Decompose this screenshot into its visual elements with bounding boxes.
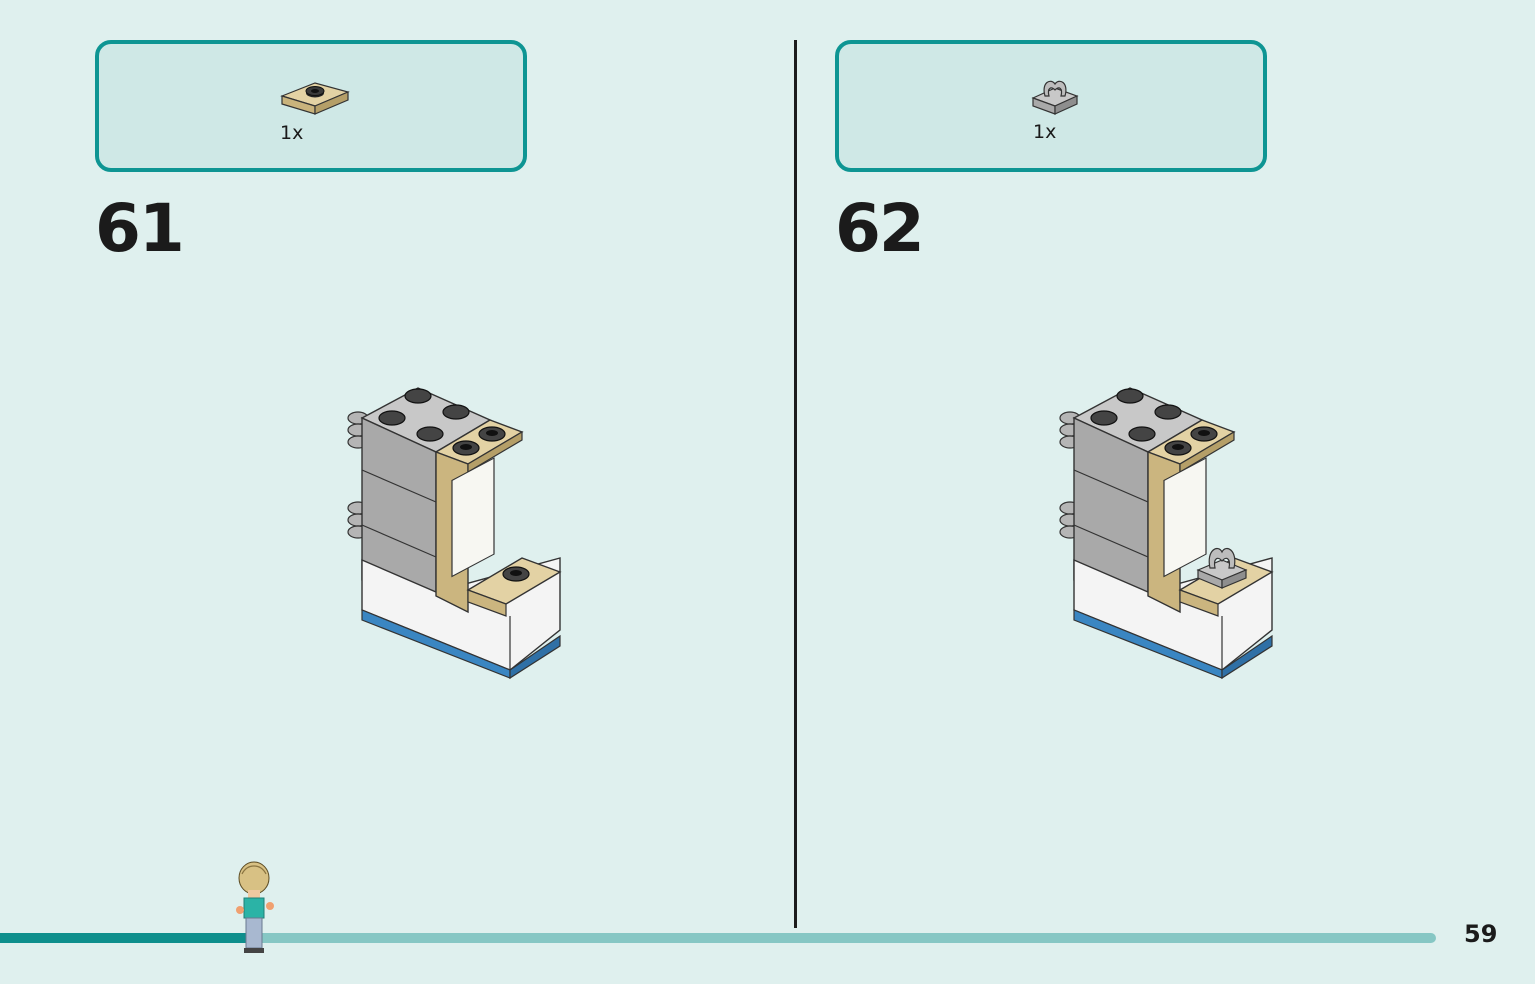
parts-box-step-62: 1x bbox=[835, 40, 1267, 172]
step-61-assembly-illustration bbox=[347, 387, 562, 680]
minifigure-progress-marker-icon bbox=[236, 861, 274, 953]
page-number: 59 bbox=[1464, 920, 1498, 948]
tan-jumper-plate-icon bbox=[280, 82, 350, 115]
gray-clip-plate-icon bbox=[1031, 80, 1079, 115]
placed-clip-icon bbox=[1196, 547, 1248, 589]
parts-box-step-61: 1x bbox=[95, 40, 527, 172]
part-quantity: 1x bbox=[1033, 121, 1057, 143]
part-quantity: 1x bbox=[280, 122, 304, 144]
step-number: 61 bbox=[95, 190, 185, 267]
page-divider bbox=[794, 40, 797, 928]
step-number: 62 bbox=[835, 190, 925, 267]
step-62-assembly-illustration bbox=[1059, 387, 1274, 680]
progress-track bbox=[0, 933, 1436, 943]
progress-fill bbox=[0, 933, 250, 943]
